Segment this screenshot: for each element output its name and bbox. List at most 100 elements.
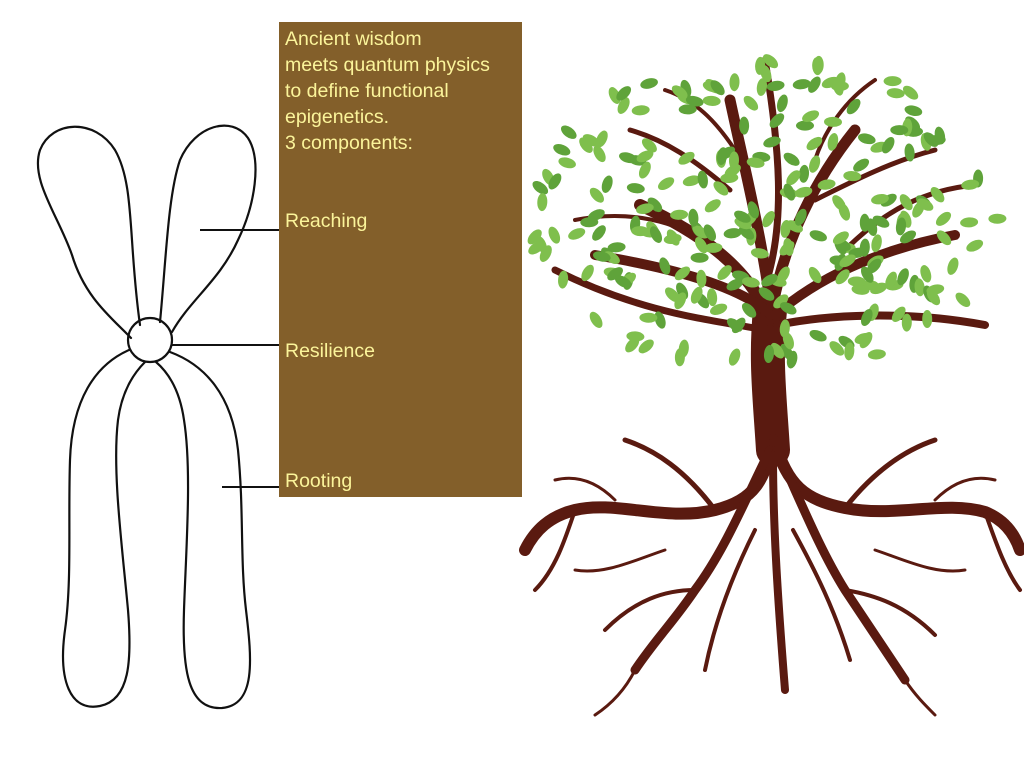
leaf-icon [703, 224, 717, 241]
leaf-icon [636, 203, 654, 214]
leaf-icon [966, 239, 984, 252]
leaf-icon [867, 258, 882, 274]
leaf-icon [897, 268, 909, 286]
leaf-icon [728, 151, 740, 170]
leaf-icon [682, 175, 701, 187]
leaf-icon [553, 144, 571, 156]
leaf-icon [743, 95, 759, 111]
leaf-icon [783, 183, 796, 201]
leaf-icon [780, 302, 797, 315]
leaf-icon [582, 134, 600, 147]
leaf-icon [769, 113, 785, 128]
leaf-icon [899, 194, 913, 211]
chromosome-upper-left-arm [36, 125, 142, 340]
leaf-icon [773, 294, 789, 309]
intro-line: epigenetics. [285, 106, 390, 128]
leaf-icon [885, 271, 897, 289]
leaf-icon [587, 209, 605, 222]
leaf-icon [626, 183, 645, 194]
leaf-icon [854, 332, 872, 344]
leaf-icon [607, 242, 626, 253]
leaf-icon [723, 228, 742, 239]
leaf-icon [988, 213, 1007, 224]
leaf-icon [832, 231, 849, 245]
leaf-icon [914, 278, 925, 297]
intro-line: meets quantum physics [285, 54, 490, 76]
leaf-icon [776, 94, 788, 113]
leaf-icon [640, 78, 658, 89]
leaf-icon [639, 312, 658, 323]
leaf-icon [829, 341, 845, 356]
leaf-icon [548, 226, 561, 244]
leaf-icon [920, 265, 932, 283]
leaf-icon [835, 269, 850, 285]
leaf-icon [935, 211, 952, 226]
leaf-icon [779, 241, 795, 256]
leaf-icon [726, 278, 744, 291]
leaf-icon [762, 210, 775, 228]
leaf-icon [961, 179, 980, 190]
leaf-icon [955, 292, 971, 308]
leaf-icon [592, 225, 606, 241]
leaf-icon [930, 187, 945, 203]
leaf-icon [568, 228, 586, 240]
leaf-icon [641, 138, 657, 153]
leaf-icon [783, 152, 800, 166]
chromosome-outline-icon [36, 124, 290, 710]
leaf-icon [763, 345, 775, 363]
leaf-icon [802, 110, 820, 123]
leaf-icon [843, 171, 862, 182]
leaf-icon [558, 270, 569, 289]
leaf-icon [658, 177, 675, 190]
centromere [126, 316, 174, 364]
leaf-icon [697, 170, 708, 189]
leaf-icon [731, 317, 746, 334]
leaf-icon [688, 208, 699, 227]
leaf-icon [537, 193, 548, 212]
leaf-icon [690, 286, 703, 304]
leaf-icon [704, 199, 721, 213]
leaf-icon [670, 209, 689, 220]
leaf-icon [858, 133, 876, 145]
leaf-icon [690, 252, 709, 263]
chromosome-upper-right-arm [158, 124, 257, 334]
leaf-icon [581, 264, 594, 282]
leaf-icon [809, 329, 827, 342]
leaf-icon [960, 217, 979, 228]
leaf-icon [851, 284, 870, 295]
leaf-icon [808, 76, 821, 93]
leaf-icon [638, 339, 654, 354]
leaf-icon [616, 86, 632, 101]
intro-line: Ancient wisdom [285, 28, 422, 50]
leaf-icon [798, 164, 810, 183]
leaf-icon [890, 125, 909, 136]
leaf-icon [548, 173, 562, 190]
leaf-icon [922, 310, 933, 328]
leaf-icon [694, 236, 708, 254]
leaf-icon [794, 208, 807, 226]
leaf-icon [729, 73, 740, 92]
tree-with-roots-icon [519, 54, 1024, 717]
text-panel: Ancient wisdom meets quantum physics to … [279, 22, 522, 497]
leaf-icon [758, 287, 775, 301]
leaf-icon [558, 157, 576, 169]
leaf-icon [947, 257, 959, 275]
leaf-icon [527, 229, 542, 245]
leaf-icon [592, 251, 611, 262]
leaf-icon [813, 55, 824, 74]
leaf-icon [881, 137, 895, 154]
leaf-icon [786, 170, 801, 186]
leaf-icon [724, 164, 741, 178]
intro-text: Ancient wisdom meets quantum physics to … [285, 26, 490, 156]
tree-leaves [527, 54, 1007, 369]
leaf-icon [619, 152, 637, 164]
leaf-icon [579, 137, 593, 153]
chromosome-lower-right-arm [154, 350, 252, 710]
leaf-icon [817, 179, 836, 190]
leaf-icon [741, 302, 757, 318]
leaf-icon [847, 276, 866, 287]
chromosome-lower-left-arm [61, 348, 147, 708]
leaf-icon [766, 80, 785, 92]
leaf-icon [631, 105, 650, 116]
leaf-icon [728, 348, 741, 366]
